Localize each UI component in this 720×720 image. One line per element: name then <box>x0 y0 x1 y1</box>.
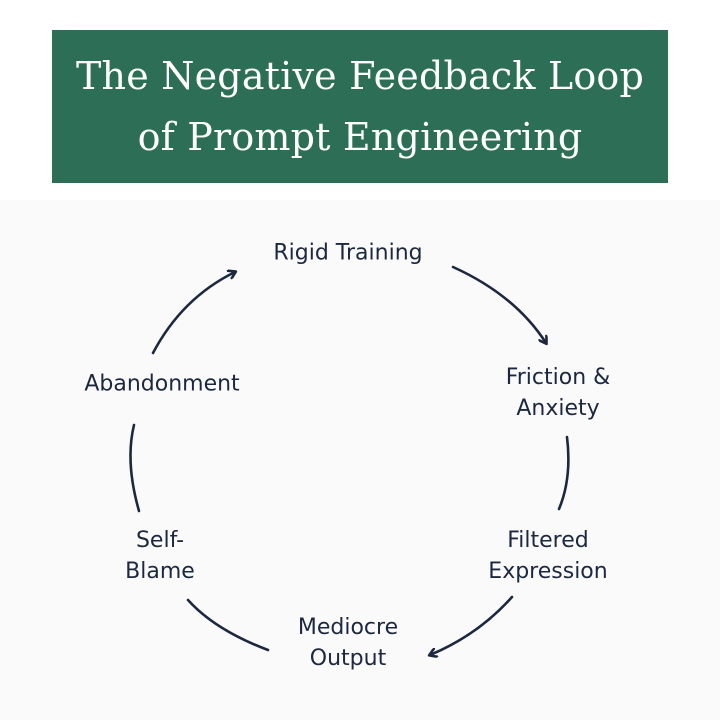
arrow-rigid-to-friction <box>451 265 546 343</box>
node-friction-anxiety: Friction & Anxiety <box>505 365 611 421</box>
title-banner: The Negative Feedback Loop of Prompt Eng… <box>52 30 668 183</box>
node-abandonment: Abandonment <box>84 371 240 397</box>
arrow-abandonment-to-rigid <box>151 272 235 355</box>
node-mediocre-output: Mediocre Output <box>297 615 399 671</box>
arrow-selfblame-to-abandonment <box>129 423 141 513</box>
arrow-mediocre-to-selfblame <box>186 598 270 652</box>
arrow-friction-to-filtered <box>557 435 570 511</box>
node-rigid-training: Rigid Training <box>273 240 423 266</box>
diagram-background <box>0 200 720 720</box>
node-filtered-expression: Filtered Expression <box>488 528 608 584</box>
arrow-filtered-to-mediocre <box>430 595 514 655</box>
diagram-title: The Negative Feedback Loop of Prompt Eng… <box>75 53 645 159</box>
node-self-blame: Self- Blame <box>125 528 195 584</box>
